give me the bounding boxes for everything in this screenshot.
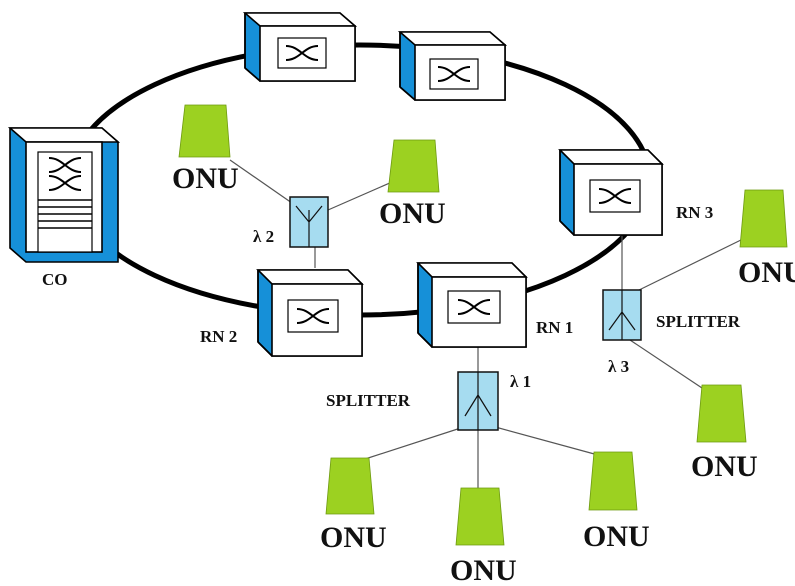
rn1-label: RN 1 xyxy=(536,318,573,337)
splitter-lambda1 xyxy=(457,371,499,431)
onu-bottom-middle-label: ONU xyxy=(450,554,517,586)
co-label: CO xyxy=(42,270,68,289)
lambda3-label: λ 3 xyxy=(608,357,629,376)
onu-bottom-left xyxy=(325,457,375,515)
splitter-1-label: SPLITTER xyxy=(326,391,411,410)
rn3-label: RN 3 xyxy=(676,203,713,222)
onu-right-bottom xyxy=(696,384,747,443)
onu-right-top xyxy=(739,189,788,248)
lambda2-label: λ 2 xyxy=(253,227,274,246)
onu-top-middle-label: ONU xyxy=(379,197,446,230)
central-office xyxy=(7,127,121,263)
ring-node-rn1 xyxy=(416,262,528,348)
rn2-label: RN 2 xyxy=(200,327,237,346)
onu-right-bottom-label: ONU xyxy=(691,450,758,483)
onu-bottom-right xyxy=(588,451,638,511)
splitter-lambda2 xyxy=(289,196,329,248)
onu-top-left xyxy=(178,104,231,158)
ring-node-top-left xyxy=(242,12,358,82)
onu-bottom-middle xyxy=(455,487,505,546)
ring-node-rn2 xyxy=(256,269,364,357)
onu-bottom-right-label: ONU xyxy=(583,520,650,553)
onu-bottom-left-label: ONU xyxy=(320,521,387,554)
ring-node-rn3 xyxy=(558,149,664,236)
ring-node-top-right xyxy=(397,31,508,101)
onu-right-top-label: ONU xyxy=(738,256,795,289)
splitter-lambda3 xyxy=(602,289,642,341)
onu-top-middle xyxy=(387,139,440,193)
lambda1-label: λ 1 xyxy=(510,372,531,391)
splitter-3-label: SPLITTER xyxy=(656,312,741,331)
onu-top-left-label: ONU xyxy=(172,162,239,195)
